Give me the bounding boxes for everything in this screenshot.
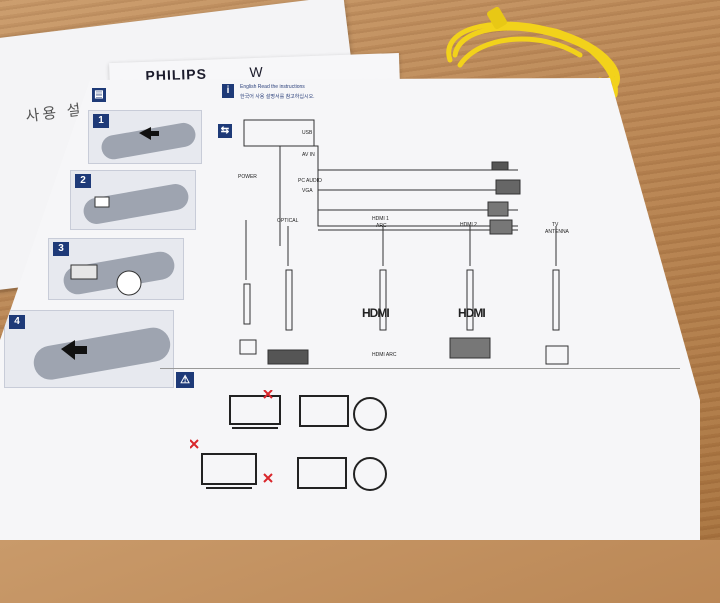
remote-illustration xyxy=(101,122,196,160)
step-number: 2 xyxy=(75,174,91,188)
legal-text: All registered and unregistered tr... Sp… xyxy=(655,572,718,595)
port-pc-audio: PC AUDIO xyxy=(298,178,322,184)
step-panel-1: 1 xyxy=(88,110,202,164)
port-hdmi2: HDMI 2 xyxy=(460,222,477,228)
step-panel-4: 4 xyxy=(4,310,174,388)
remote-illustration xyxy=(63,251,175,296)
remote-illustration xyxy=(33,327,171,380)
instruction-sheet: ▤ i English Read the instructions 한국어 사용… xyxy=(0,78,700,540)
port-power: POWER xyxy=(238,174,257,180)
step-number: 1 xyxy=(93,114,109,128)
safety-illustrations xyxy=(190,390,387,491)
warning-icon: ⚠ xyxy=(176,372,194,388)
hdmi-arc-caption: HDMI ARC xyxy=(372,352,397,358)
port-hdmi1-arc: ARC xyxy=(376,223,387,229)
yellow-ethernet-cable xyxy=(446,6,620,98)
port-optical: OPTICAL xyxy=(277,218,299,224)
port-av-in: AV IN xyxy=(302,152,315,158)
port-hdmi1: HDMI 1 xyxy=(372,216,389,222)
port-tv-antenna: ANTENNA xyxy=(545,229,569,235)
step-number: 4 xyxy=(9,315,25,329)
manual-icon: ▤ xyxy=(92,88,106,102)
step-number: 3 xyxy=(53,242,69,256)
connection-diagram xyxy=(239,119,569,365)
lang-line-en: English Read the instructions xyxy=(240,84,305,90)
hdmi-logo: HDMI xyxy=(458,306,486,320)
info-icon: i xyxy=(222,84,234,98)
port-usb: USB xyxy=(302,130,313,136)
step-panel-3: 3 xyxy=(48,238,184,300)
port-tv: TV xyxy=(552,222,559,228)
step-panel-2: 2 xyxy=(70,170,196,230)
hdmi-logo: HDMI xyxy=(362,306,390,320)
port-vga: VGA xyxy=(302,188,313,194)
remote-illustration xyxy=(83,184,189,224)
divider xyxy=(160,368,680,369)
connection-icon: ⇆ xyxy=(218,124,232,138)
lang-line-ko: 한국어 사용 설명서를 참고하십시오. xyxy=(240,94,315,100)
philips-shield-text: PHILIPS xyxy=(603,555,631,562)
philips-shield-logo: PHILIPS xyxy=(598,555,636,603)
middle-sheet-text: W xyxy=(249,63,263,81)
